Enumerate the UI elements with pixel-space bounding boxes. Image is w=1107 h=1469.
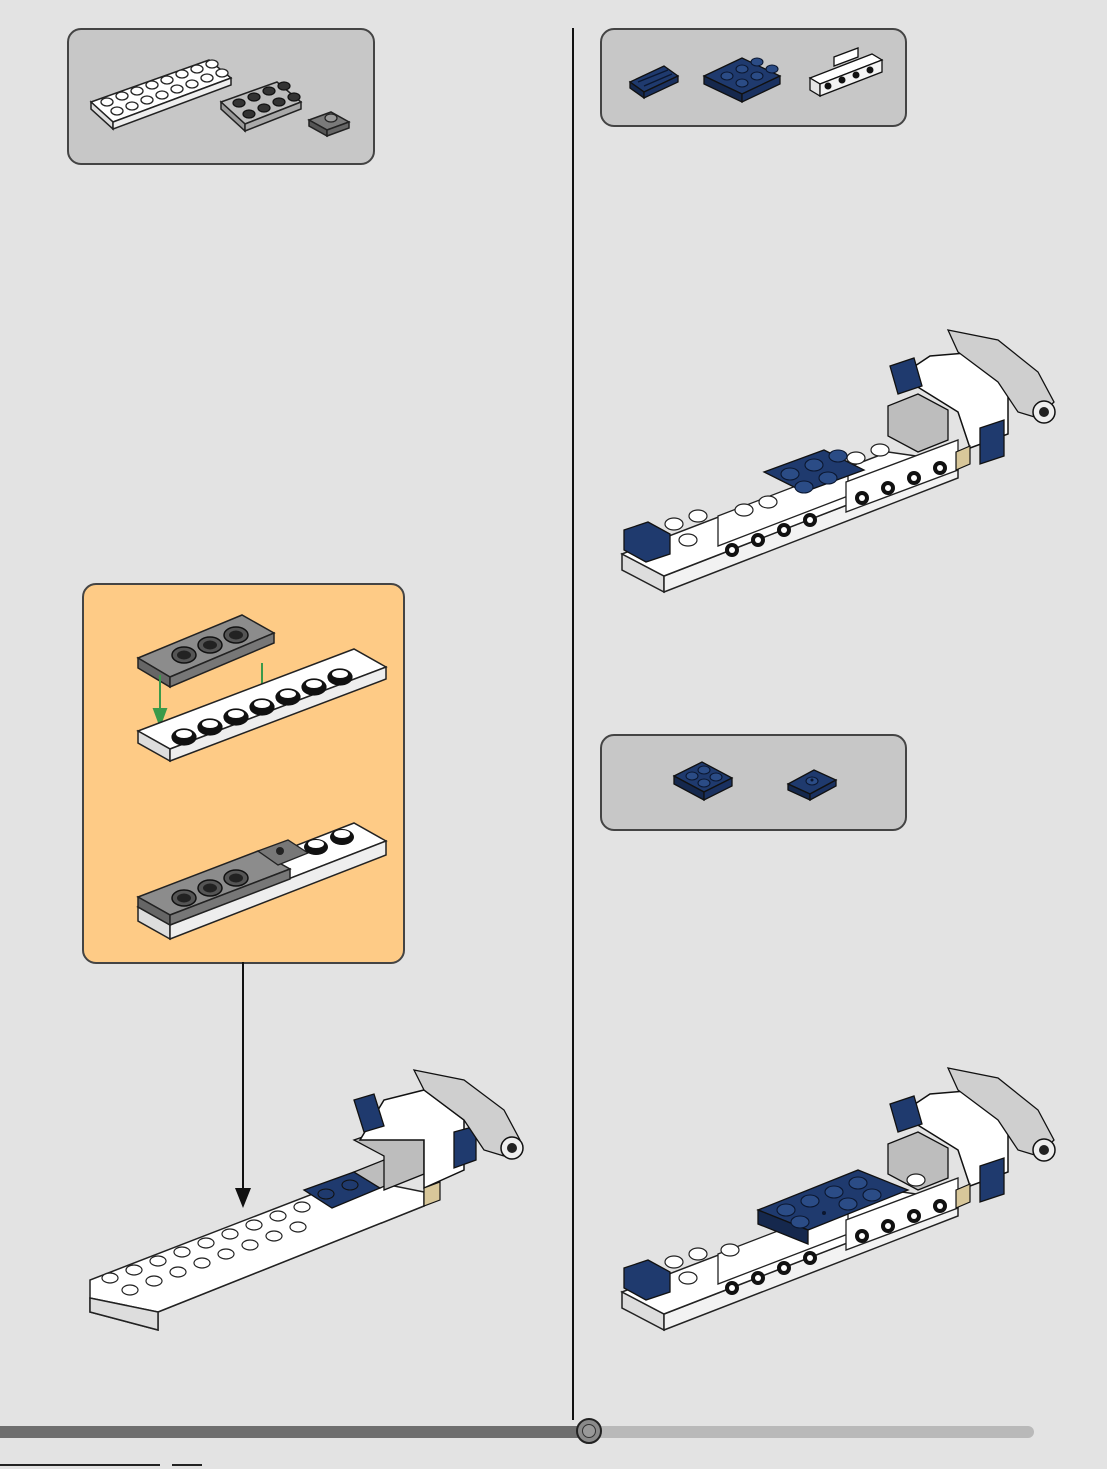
column-divider xyxy=(572,28,574,1420)
dark-gray-plate-1x3-icon xyxy=(138,615,274,687)
assembled-sub-plate-icon xyxy=(138,823,386,939)
white-plate-2x8-icon xyxy=(91,60,231,129)
progress-fill xyxy=(0,1426,589,1438)
dark-blue-jumper-plate-1x2-icon xyxy=(788,770,836,800)
detail-callout-box xyxy=(82,583,405,964)
light-gray-plate-2x4-icon xyxy=(221,82,301,131)
parts-box-step-b xyxy=(600,28,907,127)
white-bracket-1x4-icon xyxy=(810,48,882,96)
dark-blue-plate-2x3-icon xyxy=(674,762,732,800)
model-step-a-illustration xyxy=(84,1060,534,1340)
dark-blue-grille-tile-icon xyxy=(630,66,678,98)
progress-track xyxy=(0,1426,1034,1438)
model-step-b-illustration xyxy=(618,322,1068,602)
parts-illustration xyxy=(69,30,377,167)
model-step-c-illustration xyxy=(618,1060,1068,1340)
parts-box-step-a xyxy=(67,28,375,165)
bottom-rule xyxy=(0,1464,160,1466)
parts-box-step-c xyxy=(600,734,907,831)
sub-assembly-illustration xyxy=(84,585,407,966)
progress-knob-icon xyxy=(576,1418,602,1444)
dark-blue-plate-2x3-icon xyxy=(704,58,780,102)
bottom-rule-short xyxy=(172,1464,202,1466)
dark-gray-plate-1x2-icon xyxy=(309,112,349,136)
parts-illustration xyxy=(602,736,909,833)
parts-illustration xyxy=(602,30,909,129)
